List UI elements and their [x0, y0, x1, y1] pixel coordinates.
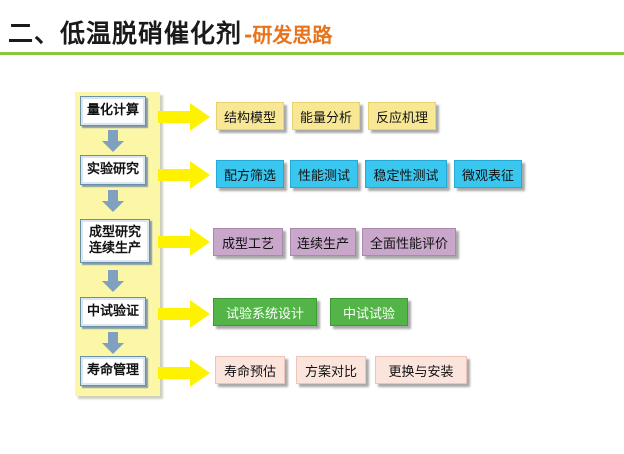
step-experiment: 实验研究 — [80, 155, 146, 185]
tag-replacement-installation: 更换与安装 — [375, 356, 467, 384]
down-arrow-icon — [102, 270, 124, 292]
tag-full-performance-evaluation: 全面性能评价 — [362, 228, 456, 256]
tag-performance-test: 性能测试 — [290, 160, 358, 188]
title-divider — [0, 52, 624, 55]
step-lifetime-management: 寿命管理 — [80, 356, 146, 386]
tag-lifetime-estimation: 寿命预估 — [215, 356, 285, 384]
step-quantum-calculation: 量化计算 — [80, 96, 146, 126]
tag-formula-screening: 配方筛选 — [216, 160, 284, 188]
right-arrow-icon — [158, 161, 210, 189]
right-arrow-icon — [158, 359, 210, 387]
title-subtitle: -研发思路 — [244, 23, 333, 47]
tag-micro-characterization: 微观表征 — [454, 160, 522, 188]
step-molding-production-label: 成型研究 连续生产 — [88, 225, 141, 256]
title-main: 二、低温脱硝催化剂 — [8, 19, 243, 48]
tag-structure-model: 结构模型 — [216, 102, 284, 130]
tag-stability-test: 稳定性测试 — [365, 160, 447, 188]
right-arrow-icon — [158, 228, 210, 256]
tag-pilot-test: 中试试验 — [330, 298, 408, 326]
right-arrow-icon — [158, 300, 210, 328]
tag-test-system-design: 试验系统设计 — [213, 298, 317, 326]
tag-continuous-production: 连续生产 — [290, 228, 356, 256]
right-arrow-icon — [158, 103, 210, 131]
step-molding-production: 成型研究 连续生产 — [80, 219, 150, 263]
tag-scheme-comparison: 方案对比 — [296, 356, 366, 384]
down-arrow-icon — [102, 332, 124, 354]
page-title: 二、低温脱硝催化剂 -研发思路 — [8, 14, 332, 54]
down-arrow-icon — [102, 190, 124, 212]
tag-energy-analysis: 能量分析 — [292, 102, 360, 130]
tag-molding-process: 成型工艺 — [213, 228, 283, 256]
step-pilot-verification: 中试验证 — [80, 297, 146, 327]
down-arrow-icon — [102, 130, 124, 152]
tag-reaction-mechanism: 反应机理 — [368, 102, 436, 130]
